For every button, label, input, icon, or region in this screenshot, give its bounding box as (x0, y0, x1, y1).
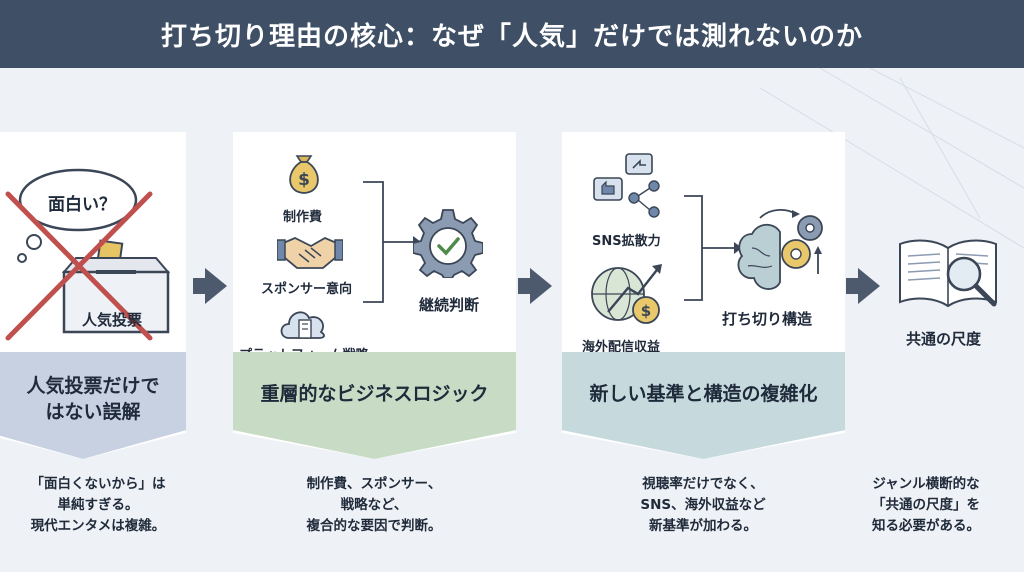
brain-gears-icon (737, 209, 823, 290)
band-label: 重層的なビジネスロジック (260, 383, 489, 405)
globe-growth-icon: $ (591, 264, 662, 324)
result-label: 共通の尺度 (906, 330, 982, 348)
item-label: スポンサー意向 (261, 282, 353, 297)
svg-text:$: $ (641, 302, 651, 320)
item-label: 制作費 (283, 210, 323, 225)
page-title: 打ち切り理由の核心：なぜ「人気」だけでは測れないのか (160, 21, 863, 52)
background-lines (759, 68, 1024, 249)
gear-check-icon (413, 209, 483, 278)
description-text: 「面白くないから」は 単純すぎる。 現代エンタメは複雑。 (30, 476, 166, 534)
bubble-text: 面白い？ (48, 195, 116, 215)
flow-arrow (193, 268, 227, 304)
money-bag-icon: $ (289, 155, 319, 194)
header-bar: 打ち切り理由の核心：なぜ「人気」だけでは測れないのか (0, 0, 1024, 68)
band-label: 人気投票だけで はない誤解 (26, 375, 160, 423)
result-label: 打ち切り構造 (722, 310, 813, 328)
item-label: 海外配信収益 (582, 340, 661, 355)
flow-arrow (846, 268, 880, 304)
ballot-box-text: 人気投票 (82, 311, 143, 329)
svg-text:$: $ (298, 170, 310, 190)
description-text: 制作費、スポンサー、 戦略など、 複合的な要因で判断。 (306, 476, 442, 534)
description-text: ジャンル横断的な 「共通の尺度」を 知る必要がある。 (872, 476, 980, 534)
card-popularity-misconception: 面白い？ 人気投票 人気投票だけで はない誤解 (0, 132, 186, 459)
thought-bubble-icon (5, 168, 171, 341)
description-text: 視聴率だけでなく、 SNS、海外収益など 新基準が加わる。 (640, 476, 766, 534)
item-label: SNS拡散力 (592, 234, 661, 249)
band-label: 新しい基準と構造の複雑化 (589, 383, 818, 405)
flow-arrow (518, 268, 552, 304)
book-magnifier-icon (899, 239, 997, 308)
card-business-logic: $ 制作費 スポンサー意向 プラットフォーム戦略 継続判断 重層的なビジネスロジ… (233, 132, 516, 459)
result-label: 継続判断 (419, 296, 480, 314)
card-new-criteria: SNS拡散力 $ 海外配信収益 打ち切り構造 新しい基準と構造の複雑化 (562, 132, 845, 459)
connector-lines (684, 195, 742, 301)
handshake-icon (277, 236, 343, 269)
social-network-icon (593, 153, 660, 218)
red-cross-icon (5, 191, 153, 341)
cloud-building-icon (280, 311, 325, 339)
